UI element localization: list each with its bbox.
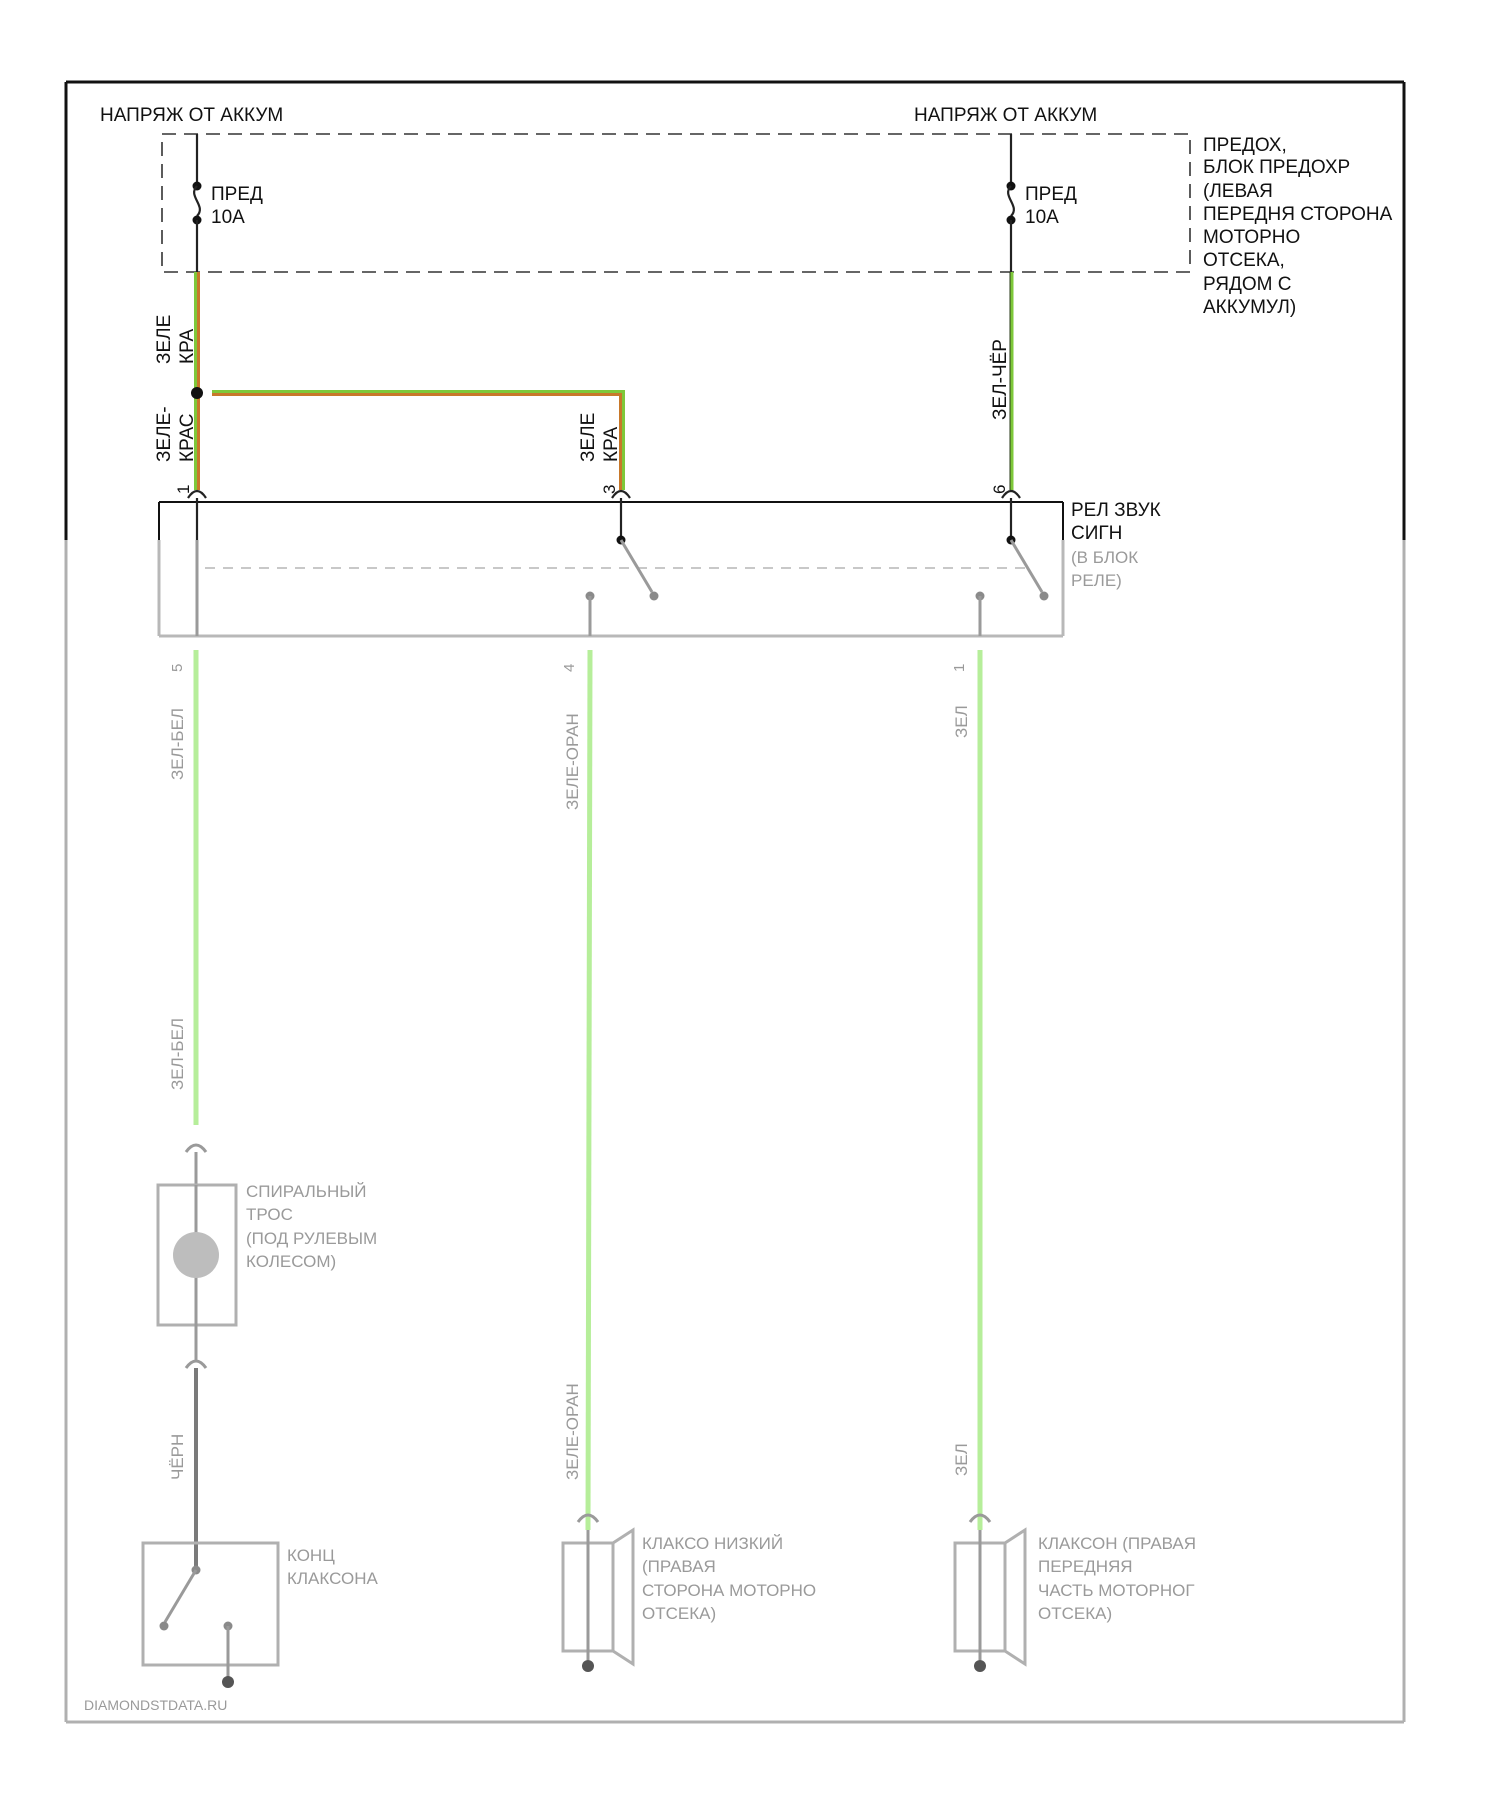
horn-switch-label-2: КЛАКСОНА bbox=[287, 1569, 379, 1588]
pin-5-label: 5 bbox=[169, 664, 186, 672]
relay-switch-2 bbox=[1011, 540, 1042, 592]
pin-bottom-1-label: 1 bbox=[951, 664, 968, 672]
fuse-right-name: ПРЕД bbox=[1025, 184, 1077, 205]
battery-label-left: НАПРЯЖ ОТ АККУМ bbox=[100, 105, 283, 126]
wire-faded-mid bbox=[588, 650, 590, 1530]
horn-switch-box bbox=[143, 1543, 278, 1665]
relay-label-1: РЕЛ ЗВУК bbox=[1071, 500, 1161, 521]
splice-dot bbox=[191, 387, 203, 399]
fuse-block-label-5: МОТОРНО bbox=[1203, 227, 1300, 248]
fuse-block-label-3: (ЛЕВАЯ bbox=[1203, 181, 1273, 202]
wire-label-right: ЗЕЛ-ЧЁР bbox=[990, 339, 1011, 420]
horn-right-label-3: ЧАСТЬ МОТОРНОГ bbox=[1038, 1581, 1195, 1600]
relay-label-2: СИГН bbox=[1071, 523, 1122, 544]
horn-right-icon bbox=[1005, 1530, 1025, 1664]
relay-label-4: РЕЛЕ) bbox=[1071, 571, 1122, 590]
fuse-left-name: ПРЕД bbox=[211, 184, 263, 205]
wire-label-mid-1: ЗЕЛЕ bbox=[578, 413, 599, 462]
fuse-right-rating: 10A bbox=[1025, 207, 1059, 228]
clock-spring-label-3: (ПОД РУЛЕВЫМ bbox=[246, 1229, 377, 1248]
fuse-block-label-2: БЛОК ПРЕДОХР bbox=[1203, 157, 1350, 178]
wire-faded-label-left-1: ЗЕЛ-БЕЛ bbox=[168, 708, 187, 780]
wire-faded-label-right-2: ЗЕЛ bbox=[952, 1443, 971, 1476]
horn-switch-contact bbox=[165, 1570, 196, 1622]
fuse-left bbox=[193, 134, 202, 272]
outer-frame bbox=[66, 82, 1404, 1722]
pin-1-label: 1 bbox=[174, 485, 193, 494]
pin-4-label: 4 bbox=[561, 664, 578, 672]
relay-label-3: (В БЛОК bbox=[1071, 548, 1138, 567]
relay-switch-1 bbox=[621, 540, 652, 592]
wire-faded-label-mid-2: ЗЕЛЕ-ОРАН bbox=[563, 1383, 582, 1480]
fuse-left-rating: 10A bbox=[211, 207, 245, 228]
wire-label-left-lower-1: ЗЕЛЕ- bbox=[154, 406, 175, 462]
clock-spring-label-2: ТРОС bbox=[246, 1205, 293, 1224]
ground-symbol-horn-right bbox=[974, 1660, 986, 1672]
clock-spring-label-1: СПИРАЛЬНЫЙ bbox=[246, 1182, 367, 1201]
horn-right-label-1: КЛАКСОН (ПРАВАЯ bbox=[1038, 1534, 1196, 1553]
watermark: DIAMONDSTDATA.RU bbox=[84, 1697, 227, 1713]
fuse-block-label-6: ОТСЕКА, bbox=[1203, 250, 1285, 271]
fuse-block-label-7: РЯДОМ С bbox=[1203, 274, 1291, 295]
horn-low-label-4: ОТСЕКА) bbox=[642, 1604, 716, 1623]
ground-symbol-horn-low bbox=[582, 1660, 594, 1672]
wire-faded-label-mid-1: ЗЕЛЕ-ОРАН bbox=[563, 713, 582, 810]
wire-faded-label-left-3: ЧЁРН bbox=[168, 1434, 187, 1480]
fuse-block-label-4: ПЕРЕДНЯ СТОРОНА bbox=[1203, 204, 1393, 225]
clock-spring-label-4: КОЛЕСОМ) bbox=[246, 1252, 336, 1271]
wire-green-red-branch bbox=[212, 392, 625, 491]
horn-right-label-4: ОТСЕКА) bbox=[1038, 1604, 1112, 1623]
fuse-block-label-1: ПРЕДОХ, bbox=[1203, 135, 1287, 156]
horn-right-label-2: ПЕРЕДНЯЯ bbox=[1038, 1557, 1133, 1576]
wire-faded-label-left-2: ЗЕЛ-БЕЛ bbox=[168, 1018, 187, 1090]
wire-label-left-upper-1: ЗЕЛЕ bbox=[154, 315, 175, 364]
wire-label-left-lower-2: КРАС bbox=[177, 414, 198, 462]
wire-label-mid-2: КРА bbox=[601, 427, 622, 462]
horn-low-label-2: (ПРАВАЯ bbox=[642, 1557, 716, 1576]
wire-label-left-upper-2: КРА bbox=[177, 329, 198, 364]
clock-spring-icon bbox=[173, 1232, 219, 1278]
battery-label-right: НАПРЯЖ ОТ АККУМ bbox=[914, 105, 1097, 126]
ground-symbol-switch bbox=[222, 1676, 234, 1688]
horn-low-label-1: КЛАКСО НИЗКИЙ bbox=[642, 1534, 783, 1553]
fuse-block-label-8: АККУМУЛ) bbox=[1203, 297, 1296, 318]
horn-low-label-3: СТОРОНА МОТОРНО bbox=[642, 1581, 816, 1600]
horn-switch-label-1: КОНЦ bbox=[287, 1546, 335, 1565]
wire-faded-label-right-1: ЗЕЛ bbox=[952, 705, 971, 738]
fuse-right bbox=[1007, 134, 1016, 272]
horn-low-icon bbox=[613, 1530, 633, 1664]
